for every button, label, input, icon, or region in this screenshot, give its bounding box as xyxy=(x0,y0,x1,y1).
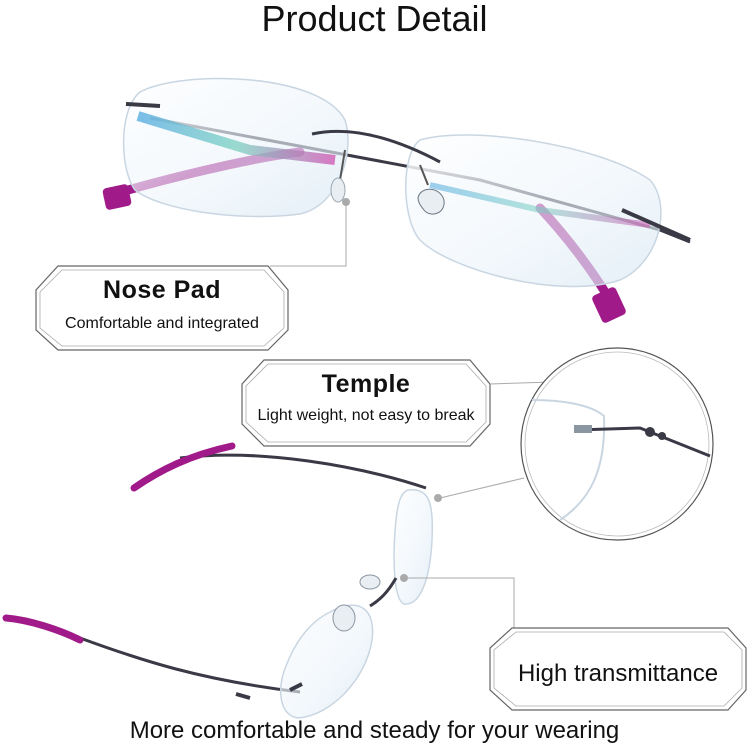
nose-pad-title: Nose Pad xyxy=(103,276,221,304)
bottom-glasses xyxy=(2,442,434,719)
top-nose-pad-left xyxy=(330,177,346,203)
bottom-upper-temple-arm xyxy=(179,453,427,490)
temple-title: Temple xyxy=(321,370,411,398)
page-title: Product Detail xyxy=(261,0,488,39)
nose-pad-label-box xyxy=(35,265,289,351)
transmittance-callout-line xyxy=(400,574,515,628)
transmittance-label-box xyxy=(489,627,747,711)
footer-caption: More comfortable and steady for your wea… xyxy=(129,717,620,744)
top-bridge xyxy=(311,129,441,164)
top-left-lens-reflection xyxy=(136,111,336,165)
top-brow-left xyxy=(125,102,161,108)
temple-label-box xyxy=(241,359,491,447)
top-glasses xyxy=(102,77,691,323)
top-nose-pad-arm-left xyxy=(339,149,346,181)
bottom-lower-temple-arm xyxy=(79,636,301,694)
bottom-upper-temple-tip xyxy=(130,442,236,492)
top-left-temple-end xyxy=(102,184,132,210)
top-nose-pad-arm-right xyxy=(419,164,429,186)
zoom-connector-line xyxy=(439,477,525,499)
top-right-lens-reflection xyxy=(429,182,651,228)
bottom-nose-pad-lower xyxy=(332,604,356,632)
bottom-upper-lens xyxy=(393,489,434,605)
temple-callout-line xyxy=(489,381,553,385)
transmittance-title: High transmittance xyxy=(517,660,719,687)
top-nose-pad-right xyxy=(417,188,445,215)
nose-pad-subtitle: Comfortable and integrated xyxy=(65,315,259,332)
top-brow-right xyxy=(621,208,691,242)
bottom-nose-pad-upper xyxy=(359,574,381,590)
temple-subtitle: Light weight, not easy to break xyxy=(257,407,475,424)
temple-zoom-circle xyxy=(520,347,714,541)
bottom-lower-temple-tip xyxy=(2,614,84,644)
nose-pad-callout-line xyxy=(270,198,350,267)
bottom-lower-lens xyxy=(279,604,374,719)
top-right-temple-end xyxy=(592,287,626,323)
bottom-bridge xyxy=(369,577,398,608)
